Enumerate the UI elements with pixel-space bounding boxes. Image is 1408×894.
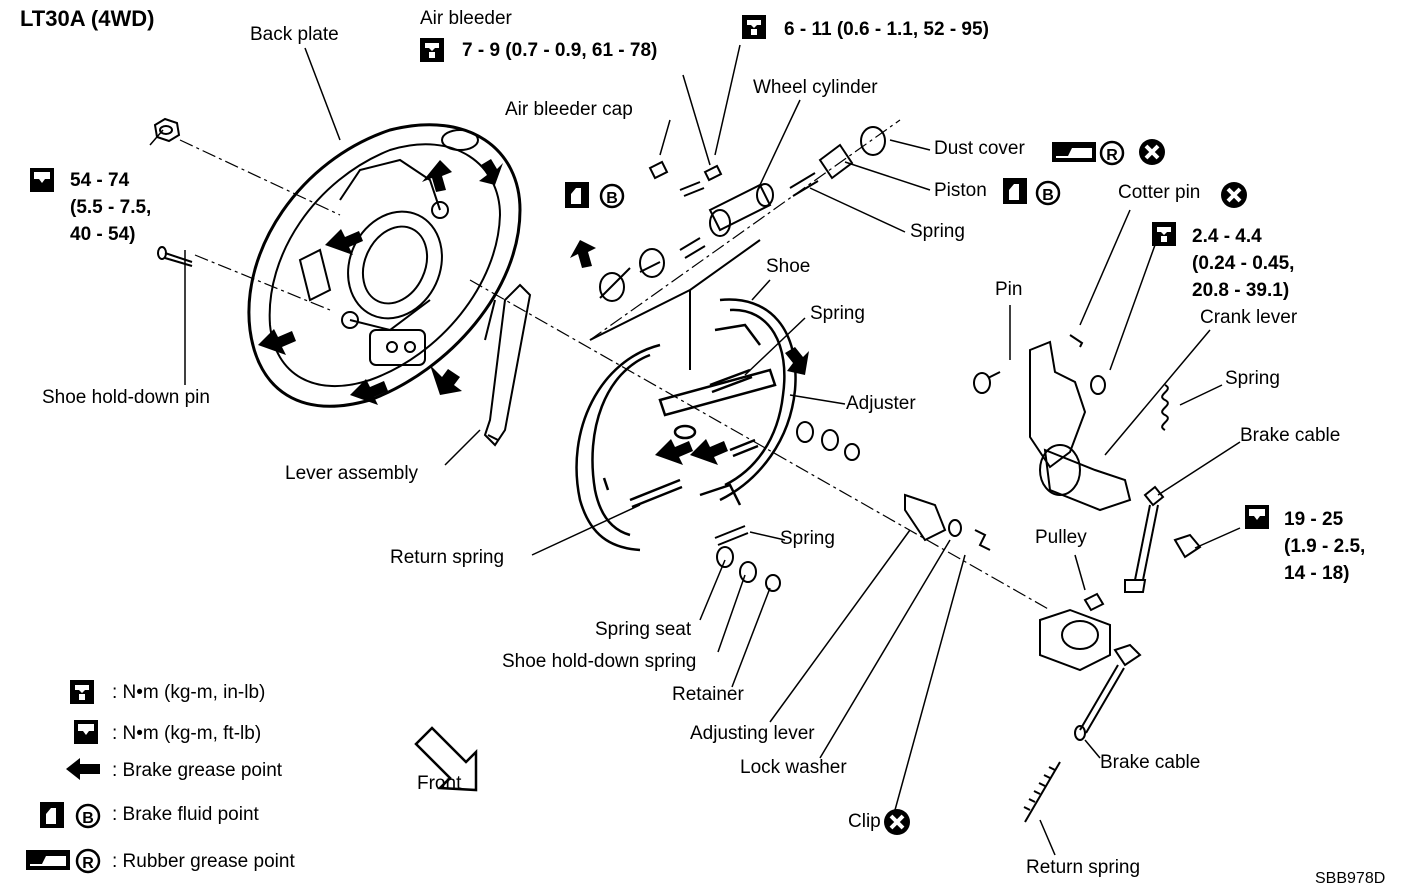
torque-in-lb-icon [1152,222,1176,246]
diagram-title: LT30A (4WD) [20,6,155,31]
legend-item-rubber-grease: : Rubber grease point [112,851,295,872]
spec-backplate-line2: (5.5 - 7.5, [70,197,152,218]
back-plate [247,123,522,408]
wheel-cylinder [589,126,886,370]
legend-item-torque-ft-lb: : N•m (kg-m, ft-lb) [112,723,262,744]
label-spring-crank: Spring [1225,368,1280,389]
spec-crank-line1: 2.4 - 4.4 [1192,226,1262,247]
label-piston: Piston [934,180,987,201]
spec-backplate-line3: 40 - 54) [70,224,136,245]
label-crank-lever: Crank lever [1200,307,1298,328]
legend-item-grease-point: : Brake grease point [112,760,283,781]
nut [153,117,181,143]
crank-lever-group [973,334,1169,512]
spec-wheel-cylinder-bolt: 6 - 11 (0.6 - 1.1, 52 - 95) [784,19,989,40]
non-reusable-icon [1219,180,1249,210]
svg-text:B: B [1042,187,1054,204]
legend-item-brake-fluid: : Brake fluid point [112,804,259,825]
label-spring-upper: Spring [810,303,865,324]
label-pin: Pin [995,279,1023,300]
grease-arrows [258,159,809,465]
leader-lines [149,44,1241,856]
pulley [1039,592,1111,672]
spec-crank-line2: (0.24 - 0.45, [1192,253,1295,274]
label-shoe-hold-down-pin: Shoe hold-down pin [42,387,210,408]
label-air-bleeder-cap: Air bleeder cap [505,99,633,120]
brake-cable-upper [1124,485,1202,593]
torque-ft-lb-icon [1245,505,1269,529]
non-reusable-icon [1137,137,1167,167]
label-spring-cylinder: Spring [910,221,965,242]
label-return-spring-lower: Return spring [1026,857,1141,878]
spec-cable-line1: 19 - 25 [1284,509,1344,530]
label-clip: Clip [848,811,881,832]
torque-ft-lb-icon [420,38,444,62]
legend-torque-in-lb-icon [70,680,94,704]
legend-item-torque-in-lb: : N•m (kg-m, in-lb) [112,682,266,703]
spec-air-bleeder: 7 - 9 (0.7 - 0.9, 61 - 78) [462,40,658,61]
label-wheel-cylinder: Wheel cylinder [753,77,878,98]
label-spring-lower: Spring [780,528,835,549]
label-air-bleeder: Air bleeder [420,8,512,29]
shoe-hardware [714,421,860,592]
spec-cable-line2: (1.9 - 2.5, [1284,536,1366,557]
front-arrow-icon [414,726,478,792]
adjusting-lever-group [904,493,991,551]
return-spring-lower [1023,761,1061,823]
label-adjuster: Adjuster [846,393,916,414]
label-shoe-hold-down-spring: Shoe hold-down spring [502,651,697,672]
label-cotter-pin: Cotter pin [1118,182,1201,203]
legend-brake-fluid-icon [40,802,64,828]
svg-text:R: R [1106,147,1118,164]
label-pulley: Pulley [1035,527,1087,548]
spec-crank-line3: 20.8 - 39.1) [1192,280,1290,301]
svg-text:B: B [606,190,618,207]
brake-fluid-icon [565,182,589,208]
label-retainer: Retainer [672,684,744,705]
brake-shoe [575,298,797,552]
legend-rubber-grease-icon [26,850,70,870]
spec-cable-line3: 14 - 18) [1284,563,1350,584]
label-spring-seat: Spring seat [595,619,692,640]
brake-fluid-icon [1003,178,1027,204]
label-back-plate: Back plate [250,24,339,45]
svg-text:R: R [82,855,94,872]
label-adjusting-lever: Adjusting lever [690,723,815,744]
legend-torque-ft-lb-icon [74,720,98,744]
label-front: Front [417,773,462,794]
drawing-code: SBB978D [1315,870,1386,887]
non-reusable-icon [882,807,912,837]
label-brake-cable-lower: Brake cable [1100,752,1201,773]
legend-grease-arrow-icon [66,758,100,780]
label-return-spring-left: Return spring [390,547,505,568]
label-lock-washer: Lock washer [740,757,847,778]
label-lever-assembly: Lever assembly [285,463,419,484]
rubber-grease-icon [1052,142,1096,162]
brake-cable-lower [1074,643,1142,741]
spec-backplate-line1: 54 - 74 [70,170,130,191]
label-brake-cable-upper: Brake cable [1240,425,1341,446]
hold-down-pin [157,246,193,267]
torque-in-lb-icon [742,15,766,39]
label-shoe: Shoe [766,256,811,277]
svg-text:B: B [82,810,94,827]
torque-ft-lb-icon [30,168,54,192]
label-dust-cover: Dust cover [934,138,1025,159]
lever-assembly [483,283,532,447]
